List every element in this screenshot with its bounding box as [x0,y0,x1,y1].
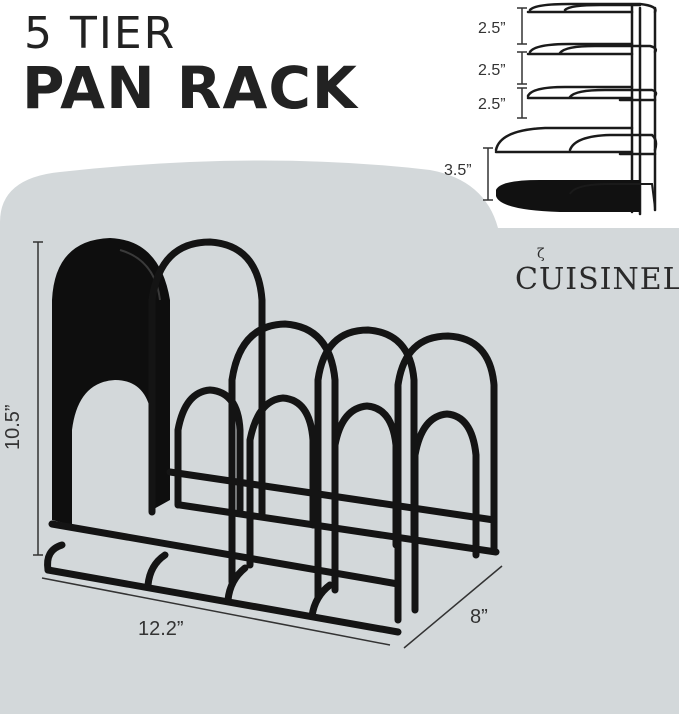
tier-dimension-1: 2.5” [478,20,506,37]
width-dimension-label: 12.2” [138,618,184,640]
brand-logo: CUISINEL [515,262,679,297]
tier-dimension-2: 2.5” [478,62,506,79]
depth-dimension-label: 8” [470,606,488,628]
title-line2: PAN RACK [22,54,358,122]
tier-dimension-3: 2.5” [478,96,506,113]
height-dimension-label: 10.5” [2,404,24,450]
title-line1: 5 TIER [24,8,177,59]
brand-logo-mark: ζ [537,246,545,262]
tier-dimension-4: 3.5” [444,162,472,179]
